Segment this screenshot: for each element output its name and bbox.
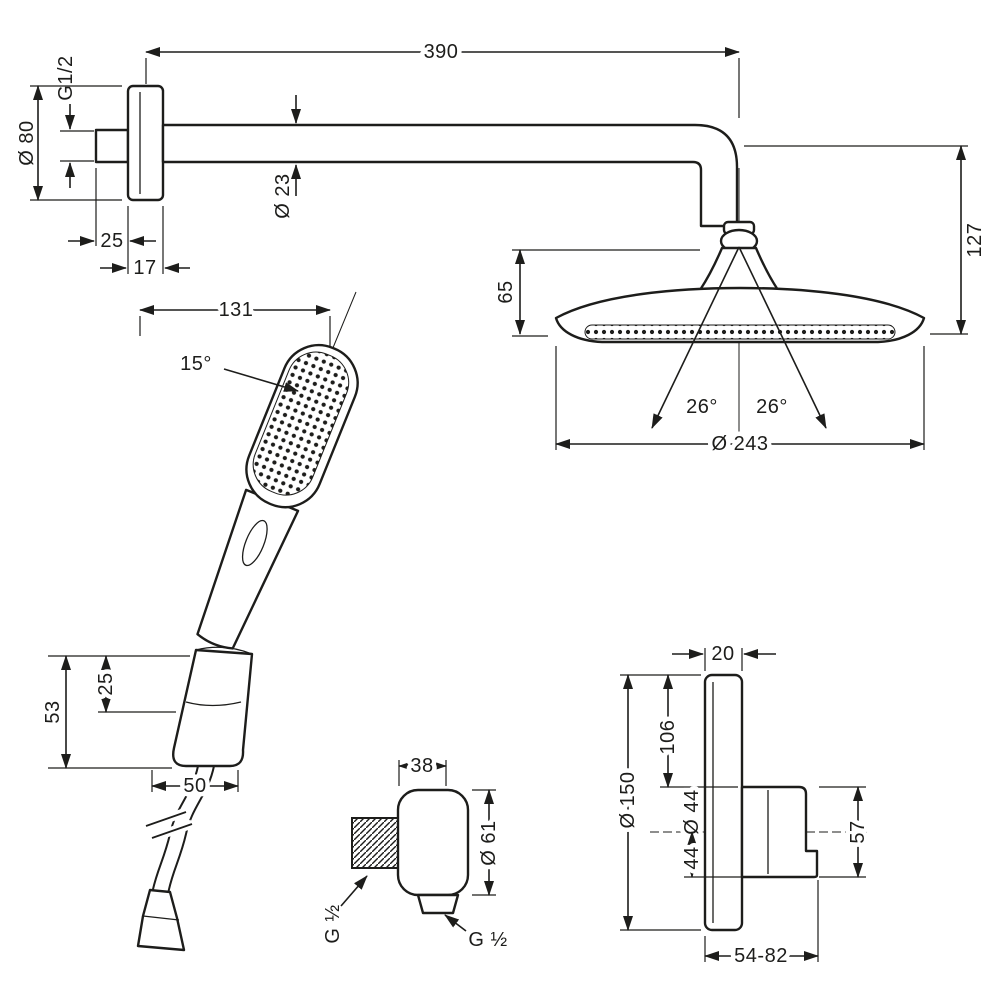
handshower-handle (196, 488, 300, 650)
holder-detail (185, 646, 253, 707)
dim-cartridge-height-label: 106 (657, 720, 679, 755)
dim-handle-height-label: 57 (847, 820, 869, 843)
overhead-shower-assembly (94, 84, 926, 448)
wall-thread-nub (94, 128, 130, 164)
thermostat-assembly (650, 673, 868, 932)
shower-arm (161, 123, 739, 228)
thermostat-dimensions: 20 Ø 150 106 Ø 44 44 57 54-82 (613, 643, 874, 972)
dim-arm-length-label: 390 (424, 41, 459, 63)
mixer-handle (740, 785, 819, 879)
dim-plate-depth-label: 20 (711, 643, 734, 665)
hand-shower-assembly (136, 291, 359, 952)
hose-fitting-detail (142, 915, 180, 921)
shower-holder (172, 648, 254, 768)
dim-head-diameter-label: Ø 243 (712, 433, 769, 455)
wall-outlet-body (396, 788, 470, 897)
dim-handle-diameter-label: Ø 44 (681, 789, 703, 834)
dim-holder-height-label: 53 (42, 700, 64, 723)
dim-head-depth-label: 65 (495, 280, 517, 303)
dim-drop-height-label: 127 (964, 223, 986, 258)
select-button (241, 519, 268, 567)
dim-flange-diameter-label: Ø 80 (16, 120, 38, 165)
dim-holder-inset-label: 25 (95, 672, 117, 695)
dim-thread-wall-label: G ½ (322, 904, 344, 943)
dim-outlet-diameter-label: Ø 61 (478, 820, 500, 865)
spray-face-texture (584, 324, 896, 340)
hose-break-marks (145, 811, 193, 839)
dim-thread-bottom-label: G ½ (468, 929, 507, 951)
dim-spray-angle-right-label: 26° (756, 396, 788, 418)
dim-plate-diameter-label: Ø 150 (617, 772, 639, 829)
dim-install-depth-label: 54-82 (734, 945, 788, 967)
thread-bottom-leader (444, 914, 467, 932)
spray-angle-line-right (738, 246, 827, 429)
handshower-dimensions: 131 15° 53 25 50 (42, 295, 331, 802)
wall-flange (126, 84, 165, 202)
mixer-handle-detail (767, 790, 817, 874)
spray-angle-line-left (651, 246, 740, 429)
tilt-angle-leader (223, 368, 299, 392)
dim-arm-diameter-label: Ø 23 (272, 173, 294, 218)
dim-handle-offset-label: 44 (681, 846, 703, 869)
handshower-axis-line (329, 291, 357, 356)
dim-tilt-angle-label: 15° (180, 353, 212, 375)
overhead-dimensions: 390 G1/2 Ø 80 25 17 Ø 23 127 65 26° 26° … (16, 37, 986, 460)
dim-wall-thread-label: G1/2 (55, 55, 77, 100)
dim-spray-angle-left-label: 26° (686, 396, 718, 418)
head-cone (698, 246, 780, 292)
outlet-bottom-stub (416, 893, 460, 915)
dim-holder-width-label: 50 (183, 775, 206, 797)
wall-outlet-assembly (351, 788, 470, 915)
mixer-wall-plate (703, 673, 744, 932)
thread-wall-leader (340, 875, 368, 907)
outlet-dimensions: 38 Ø 61 G ½ G ½ (322, 751, 507, 952)
outlet-thread-nub (351, 817, 399, 869)
dim-flange-depth-label: 17 (133, 257, 156, 279)
dim-flange-offset-label: 25 (100, 230, 123, 252)
dim-outlet-depth-label: 38 (410, 755, 433, 777)
dim-reach-label: 131 (219, 299, 254, 321)
handshower-spray-face (252, 351, 350, 496)
